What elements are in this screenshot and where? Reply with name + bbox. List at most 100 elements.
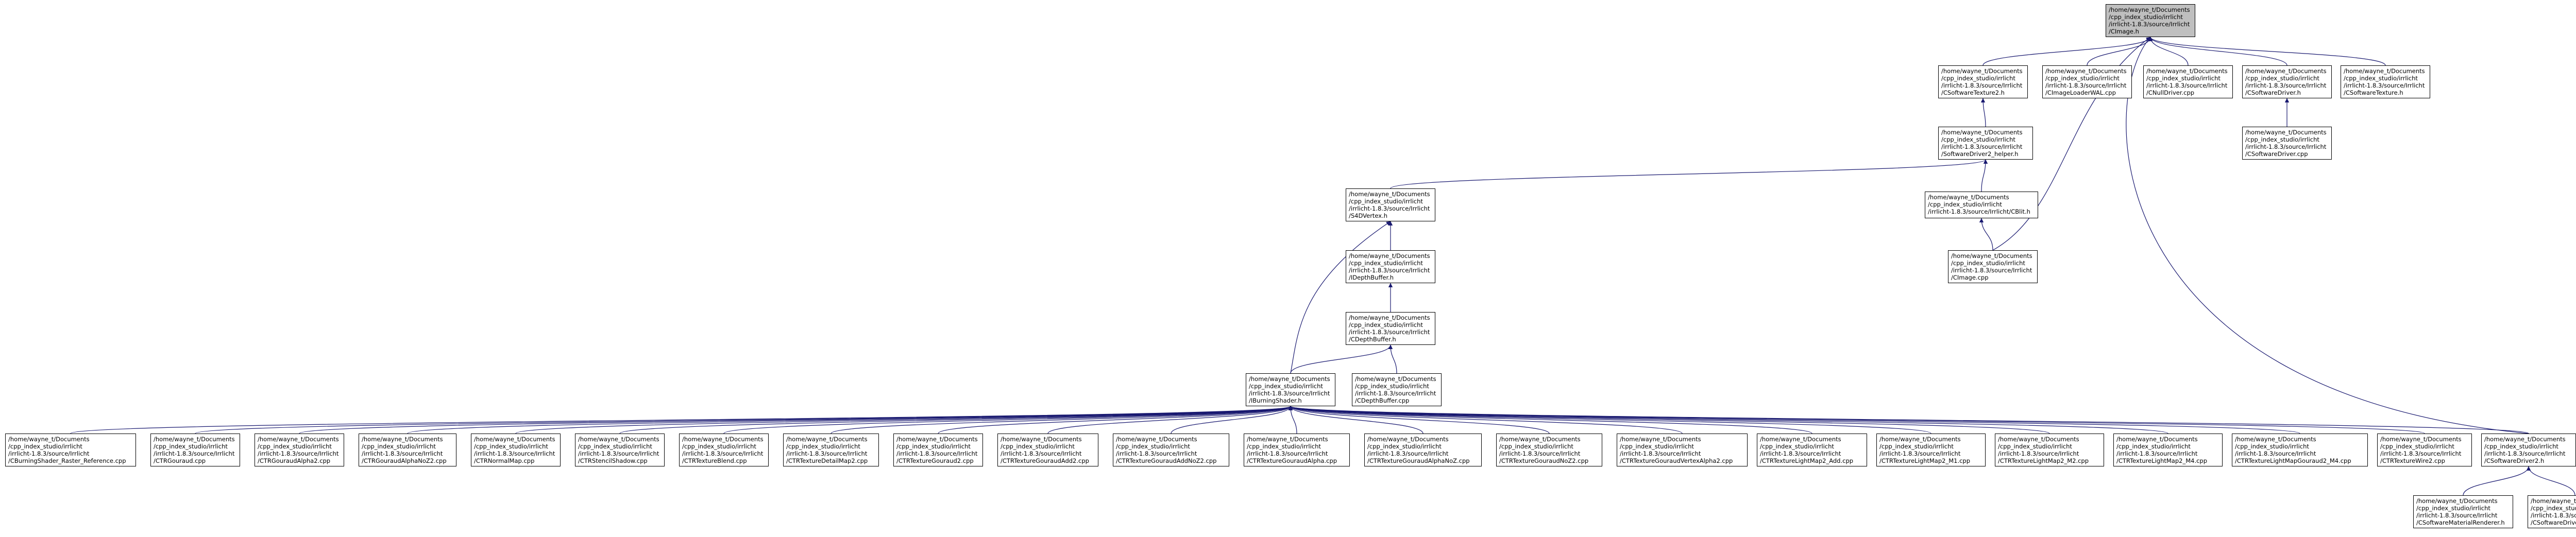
graph-node-label: /home/wayne_t/Documents /cpp_index_studi… [2146,67,2228,96]
graph-node-label: /home/wayne_t/Documents /cpp_index_studi… [8,436,126,464]
dependency-edge-iburningshader_h-to-cdepthbuffer_h [1290,344,1393,374]
graph-node-label: /home/wayne_t/Documents /cpp_index_studi… [258,436,339,464]
graph-node-softwaredriver2-helper-h[interactable]: /home/wayne_t/Documents /cpp_index_studi… [1938,127,2033,160]
graph-node-ctrtexturewire2-cpp[interactable]: /home/wayne_t/Documents /cpp_index_studi… [2377,434,2472,466]
dependency-edge-csoftwaredriver_h-to-image_h [2148,37,2287,66]
graph-node-label: /home/wayne_t/Documents /cpp_index_studi… [2531,497,2576,526]
graph-node-label: /home/wayne_t/Documents /cpp_index_studi… [2116,436,2208,464]
graph-node-ctrnormalmap-cpp[interactable]: /home/wayne_t/Documents /cpp_index_studi… [471,434,561,466]
graph-node-ctrgouraudalpha2-cpp[interactable]: /home/wayne_t/Documents /cpp_index_studi… [255,434,344,466]
graph-node-label: /home/wayne_t/Documents /cpp_index_studi… [2344,67,2425,96]
graph-node-ctrtexturegouraudaddnoz2-cpp[interactable]: /home/wayne_t/Documents /cpp_index_studi… [1113,434,1229,466]
graph-node-ctrgouraudalphanoz2-cpp[interactable]: /home/wayne_t/Documents /cpp_index_studi… [359,434,456,466]
graph-node-ctrtexturedetailmap2-cpp[interactable]: /home/wayne_t/Documents /cpp_index_studi… [783,434,879,466]
graph-node-cdepthbuffer-cpp[interactable]: /home/wayne_t/Documents /cpp_index_studi… [1352,373,1442,406]
graph-node-ctrtexturelightmap2-add-cpp[interactable]: /home/wayne_t/Documents /cpp_index_studi… [1757,434,1867,466]
graph-node-label: /home/wayne_t/Documents /cpp_index_studi… [154,436,235,464]
dependency-edge-cimage_cpp-to-cblit_h [1979,218,1993,251]
graph-node-csoftwaredriver-h[interactable]: /home/wayne_t/Documents /cpp_index_studi… [2242,65,2332,98]
graph-node-label: /home/wayne_t/Documents /cpp_index_studi… [1367,436,1470,464]
graph-node-ctrtexturelightmapgouraud2-m4-cpp[interactable]: /home/wayne_t/Documents /cpp_index_studi… [2232,434,2368,466]
graph-node-label: /home/wayne_t/Documents /cpp_index_studi… [1998,436,2089,464]
graph-node-label: /home/wayne_t/Documents /cpp_index_studi… [1879,436,1971,464]
graph-node-csoftwaredriver2-cpp[interactable]: /home/wayne_t/Documents /cpp_index_studi… [2528,495,2576,528]
dependency-edge-csoftwaredriver2_cpp-to-csoftwaredriver2_h [2526,466,2575,496]
graph-node-label: /home/wayne_t/Documents /cpp_index_studi… [2245,129,2327,158]
graph-node-label: /home/wayne_t/Documents /cpp_index_studi… [786,436,868,464]
graph-node-cimageloaderwal-cpp[interactable]: /home/wayne_t/Documents /cpp_index_studi… [2042,65,2132,98]
dependency-edge-l16-to-iburningshader_h [1289,406,1931,434]
dependency-edge-csoftwaretexture2_h-to-image_h [1982,37,2153,66]
graph-node-ctrtexturegouraud2-cpp[interactable]: /home/wayne_t/Documents /cpp_index_studi… [893,434,983,466]
graph-node-ctrtexturegouraudnoz2-cpp[interactable]: /home/wayne_t/Documents /cpp_index_studi… [1496,434,1602,466]
dependency-edge-l8-to-iburningshader_h [938,406,1293,434]
graph-node-csoftwaredriver2-h[interactable]: /home/wayne_t/Documents /cpp_index_studi… [2481,434,2576,466]
graph-node-ctrtextureblend-cpp[interactable]: /home/wayne_t/Documents /cpp_index_studi… [679,434,769,466]
dependency-edge-l4-to-iburningshader_h [515,406,1293,434]
dependency-edge-l17-to-iburningshader_h [1289,406,2050,434]
graph-node-label: /home/wayne_t/Documents /cpp_index_studi… [1760,436,1854,464]
graph-node-label: /home/wayne_t/Documents /cpp_index_studi… [2245,67,2327,96]
graph-node-label: /home/wayne_t/Documents /cpp_index_studi… [578,436,659,464]
dependency-edge-csoftwaredriver2_h-to-iburningshader_h [1289,406,2529,434]
dependency-edge-l12-to-iburningshader_h [1288,406,1423,434]
graph-node-ctrgouraud-cpp[interactable]: /home/wayne_t/Documents /cpp_index_studi… [150,434,240,466]
graph-node-csoftwaretexture-h[interactable]: /home/wayne_t/Documents /cpp_index_studi… [2341,65,2430,98]
graph-node-ctrstencilshadow-cpp[interactable]: /home/wayne_t/Documents /cpp_index_studi… [575,434,665,466]
graph-node-ctrtexturegouraudalphanoz-cpp[interactable]: /home/wayne_t/Documents /cpp_index_studi… [1364,434,1482,466]
dependency-edge-csoftwaretexture_h-to-image_h [2148,37,2386,66]
graph-node-label: /home/wayne_t/Documents /cpp_index_studi… [1499,436,1589,464]
graph-node-ctrtexturelightmap2-m4-cpp[interactable]: /home/wayne_t/Documents /cpp_index_studi… [2113,434,2223,466]
graph-node-idepthbuffer-h[interactable]: /home/wayne_t/Documents /cpp_index_studi… [1346,250,1435,283]
graph-node-cburningshader-raster-reference-cpp[interactable]: /home/wayne_t/Documents /cpp_index_studi… [5,434,136,466]
graph-node-ctrtexturegouraudalpha-cpp[interactable]: /home/wayne_t/Documents /cpp_index_studi… [1244,434,1350,466]
graph-node-label: /home/wayne_t/Documents /cpp_index_studi… [1349,314,1430,343]
graph-node-iburningshader-h[interactable]: /home/wayne_t/Documents /cpp_index_studi… [1246,373,1335,406]
graph-node-ctrtexturegouraudvertexalpha2-cpp[interactable]: /home/wayne_t/Documents /cpp_index_studi… [1617,434,1748,466]
graph-node-label: /home/wayne_t/Documents /cpp_index_studi… [682,436,764,464]
dependency-edge-l14-to-iburningshader_h [1289,406,1683,434]
graph-node-label: /home/wayne_t/Documents /cpp_index_studi… [2045,67,2127,96]
graph-node-label: /home/wayne_t/Documents /cpp_index_studi… [896,436,978,464]
graph-node-label: /home/wayne_t/Documents /cpp_index_studi… [474,436,555,464]
dependency-edge-l9-to-iburningshader_h [1047,406,1293,434]
graph-node-cdepthbuffer-h[interactable]: /home/wayne_t/Documents /cpp_index_studi… [1346,312,1435,345]
dependency-edge-softwaredriver2_helper_h-to-csoftwaretexture2_h [1980,98,1986,127]
graph-node-label: /home/wayne_t/Documents /cpp_index_studi… [1355,375,1436,404]
graph-node-label: /home/wayne_t/Documents /cpp_index_studi… [1116,436,1217,464]
graph-node-label: /home/wayne_t/Documents /cpp_index_studi… [2380,436,2462,464]
graph-node-label: /home/wayne_t/Documents /cpp_index_studi… [1249,375,1330,404]
graph-node-label: /home/wayne_t/Documents /cpp_index_studi… [1247,436,1337,464]
graph-node-label: /home/wayne_t/Documents /cpp_index_studi… [1941,67,2023,96]
dependency-edge-l18-to-iburningshader_h [1289,406,2168,434]
graph-node-label: /home/wayne_t/Documents /cpp_index_studi… [2416,497,2505,526]
graph-node-cnulldriver-cpp[interactable]: /home/wayne_t/Documents /cpp_index_studi… [2143,65,2233,98]
graph-node-label: /home/wayne_t/Documents /cpp_index_studi… [2109,6,2190,35]
graph-node-label: /home/wayne_t/Documents /cpp_index_studi… [1951,252,2032,281]
dependency-edge-l10-to-iburningshader_h [1171,406,1293,434]
dependency-edge-l3-to-iburningshader_h [407,406,1293,434]
dependency-edge-burningsvideo_cpp-to-csoftwaredriver2_h [2463,466,2531,496]
graph-node-ctrtexturelightmap2-m2-cpp[interactable]: /home/wayne_t/Documents /cpp_index_studi… [1995,434,2104,466]
graph-node-label: /home/wayne_t/Documents /cpp_index_studi… [2235,436,2351,464]
dependency-edge-l5-to-iburningshader_h [619,406,1293,434]
graph-node-ctrtexturelightmap2-m1-cpp[interactable]: /home/wayne_t/Documents /cpp_index_studi… [1876,434,1986,466]
dependency-edge-iburningshader_h-to-s4dvertex_h [1290,221,1391,374]
dependency-edge-l15-to-iburningshader_h [1289,406,1812,434]
graph-node-csoftwarematerialrenderer-h[interactable]: /home/wayne_t/Documents /cpp_index_studi… [2413,495,2513,528]
graph-node-ctrtexturegouraudadd2-cpp[interactable]: /home/wayne_t/Documents /cpp_index_studi… [997,434,1098,466]
graph-node-csoftwaredriver-cpp[interactable]: /home/wayne_t/Documents /cpp_index_studi… [2242,127,2332,160]
graph-node-cblit-h[interactable]: /home/wayne_t/Documents /cpp_index_studi… [1925,192,2038,218]
dependency-edge-cdepthbuffer_cpp-to-cdepthbuffer_h [1388,344,1397,374]
graph-node-label: /home/wayne_t/Documents /cpp_index_studi… [2484,436,2566,464]
graph-node-csoftwaretexture2-h[interactable]: /home/wayne_t/Documents /cpp_index_studi… [1938,65,2028,98]
dependency-edge-cnulldriver_cpp-to-image_h [2148,37,2189,66]
dependency-edge-l19-to-iburningshader_h [1289,406,2300,434]
graph-node-cimage-cpp[interactable]: /home/wayne_t/Documents /cpp_index_studi… [1948,250,2038,283]
graph-node-s4dvertex-h[interactable]: /home/wayne_t/Documents /cpp_index_studi… [1346,188,1435,221]
graph-node-label: /home/wayne_t/Documents /cpp_index_studi… [1620,436,1733,464]
graph-node-cimage-h[interactable]: /home/wayne_t/Documents /cpp_index_studi… [2106,4,2195,37]
graph-node-label: /home/wayne_t/Documents /cpp_index_studi… [362,436,447,464]
